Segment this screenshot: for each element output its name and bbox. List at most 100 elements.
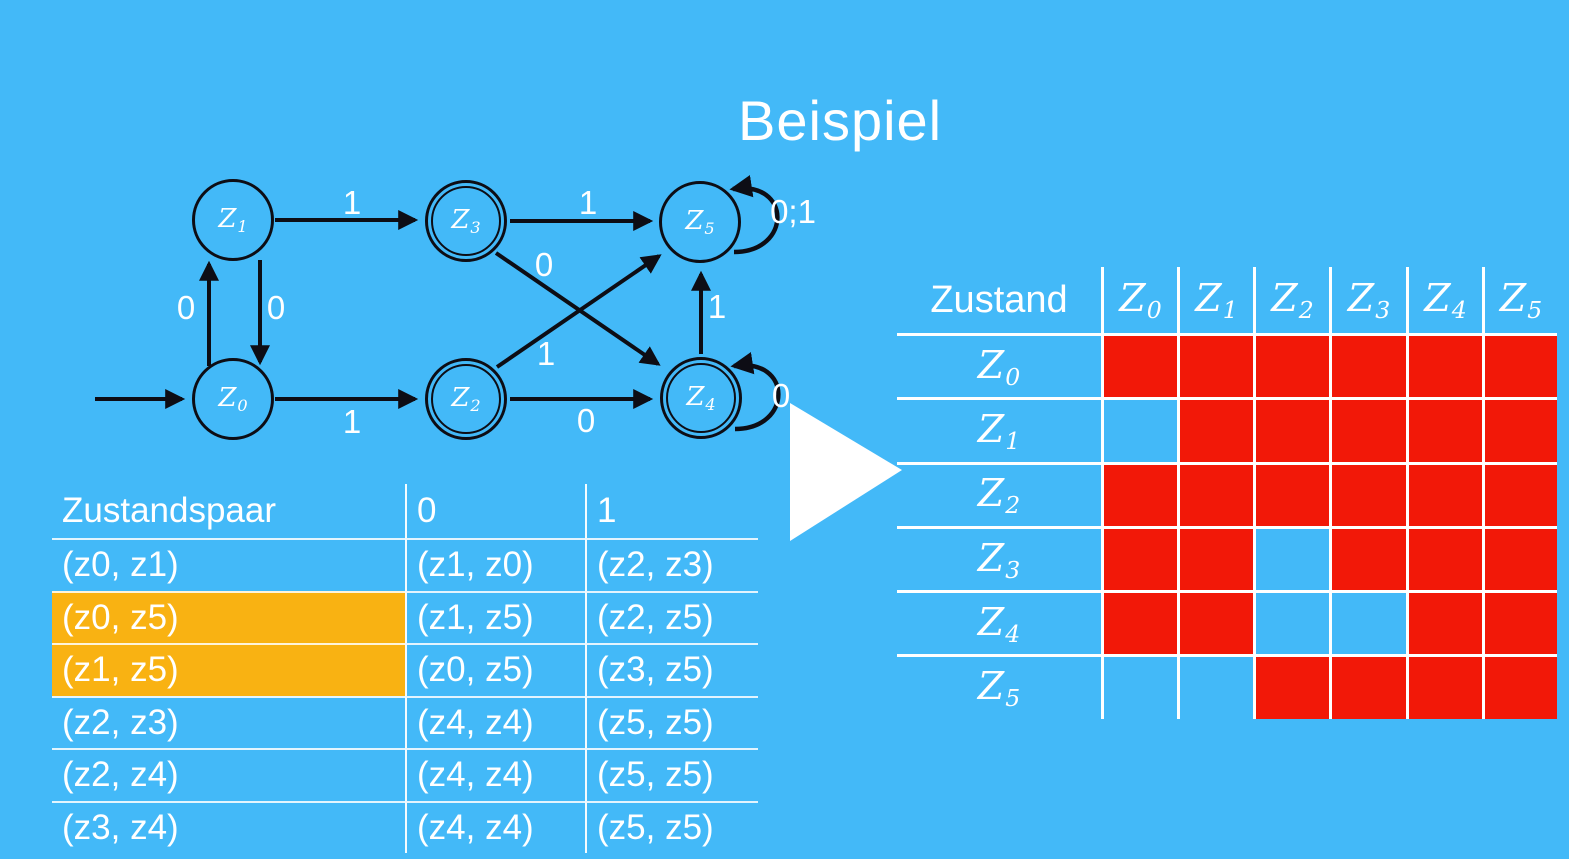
state-z4-label: Z4 [686,382,716,414]
matrix-cell-red [1177,525,1253,591]
edge-label-z3-z5: 1 [578,184,598,221]
play-arrow-icon [790,403,902,541]
matrix-cell-red [1177,461,1253,526]
state-symbol: Z4 [977,599,1021,648]
pair-table-cell: (z5, z5) [585,800,758,853]
matrix-row-label: Z1 [897,397,1101,461]
state-symbol: Z3 [977,535,1021,584]
pair-table-cell: (z2, z4) [52,748,405,801]
pair-table-cell: (z0, z5) [405,643,585,696]
pair-table-header: Zustandspaar [62,491,277,530]
matrix-cell-red [1101,525,1177,591]
matrix-cell-red [1406,461,1482,526]
matrix-row-label: Z5 [897,654,1101,718]
matrix-cell-red [1406,654,1482,719]
state-symbol: Z3 [1347,275,1391,325]
edge-label-z1-z3: 1 [342,184,362,221]
pair-table-cell: (z1, z0) [405,538,585,591]
matrix-cell-blue [1329,590,1406,655]
matrix-row-label: Z3 [897,525,1101,590]
state-symbol: Z0 [1119,275,1162,325]
matrix-cell-red [1177,590,1253,655]
state-z4: Z4 [660,357,742,439]
edge-label-z4-z5: 1 [707,288,727,325]
matrix-corner-label: Zustand [930,278,1068,321]
state-symbol: Z2 [1271,275,1314,325]
state-z5-label: Z5 [685,206,715,238]
matrix-cell-red [1406,333,1482,398]
matrix-cell-red [1253,654,1329,719]
state-z2-label: Z2 [451,383,481,415]
matrix-row-label: Z0 [897,333,1101,397]
matrix-cell-red [1482,333,1557,398]
matrix-cell-red [1329,461,1406,526]
state-symbol: Z2 [977,471,1021,520]
edge-label-z0-z2: 1 [342,403,362,440]
page-title: Beispiel [738,89,943,152]
matrix-cell-red [1177,397,1253,462]
edge-z2-z5 [495,254,662,369]
pair-table-cell: (z3, z4) [52,800,405,854]
matrix-cell-red [1177,333,1253,398]
state-symbol: Z4 [1424,275,1467,325]
matrix-cell-red [1253,333,1329,398]
state-z5: Z5 [659,181,741,263]
pair-table-cell: (z4, z4) [405,800,585,853]
pair-table-cell: (z0, z1) [52,538,405,591]
matrix-col-header: Z5 [1482,267,1557,333]
state-z1-label: Z1 [218,204,248,236]
pair-table-cell: (z4, z4) [405,748,585,801]
matrix-cell-red [1253,397,1329,462]
pair-table-cell: (z2, z5) [585,590,758,643]
state-z3-label: Z3 [451,205,481,237]
matrix-cell-red [1329,654,1406,719]
matrix-col-header: Z4 [1406,267,1482,333]
matrix-cell-blue [1101,654,1177,719]
edge-label-z2-z5: 1 [536,335,556,372]
state-symbol: Z0 [977,342,1021,391]
pair-table-header: 0 [405,484,585,538]
matrix-cell-red [1406,525,1482,591]
pair-table-header: 1 [585,484,758,538]
edge-label-z1-z0: 0 [266,289,286,326]
matrix-cell-red [1482,654,1557,719]
state-symbol: Z1 [1195,275,1238,325]
pair-table-cell: (z2, z3) [585,538,758,591]
edge-label-z5-selfloop: 0;1 [770,193,816,230]
pair-table-cell: (z2, z3) [52,695,405,749]
matrix-cell-red [1329,397,1406,462]
state-symbol: Z5 [1499,275,1543,325]
pair-table-cell: (z0, z5) [52,590,405,643]
state-symbol: Z1 [977,406,1021,455]
matrix-col-header: Z0 [1101,267,1177,333]
state-z3: Z3 [425,180,507,262]
matrix-cell-blue [1101,397,1177,462]
matrix-cell-red [1101,333,1177,398]
edge-label-z2-z4: 0 [576,402,596,439]
state-symbol: Z5 [977,664,1021,713]
edge-label-z4-selfloop: 0 [771,377,791,414]
pair-table-cell: (z1, z5) [405,590,585,643]
edge-label-z3-z4: 0 [534,246,554,283]
matrix-col-header: Z3 [1329,267,1406,333]
matrix-row-label: Z2 [897,461,1101,526]
state-z0-label: Z0 [218,383,248,415]
state-z0: Z0 [192,358,274,440]
matrix-cell-red [1406,397,1482,462]
matrix-cell-red [1101,590,1177,655]
matrix-col-header: Z1 [1177,267,1253,333]
edge-label-z0-z1: 0 [176,289,196,326]
matrix-row-label: Z4 [897,590,1101,654]
matrix-cell-blue [1253,590,1329,655]
matrix-cell-blue [1177,654,1253,719]
edge-z4-selfloop [730,352,781,432]
matrix-cell-red [1482,525,1557,591]
state-z1: Z1 [192,179,274,261]
state-z2: Z2 [425,358,507,440]
matrix-col-header: Z2 [1253,267,1329,333]
matrix-cell-red [1253,461,1329,526]
